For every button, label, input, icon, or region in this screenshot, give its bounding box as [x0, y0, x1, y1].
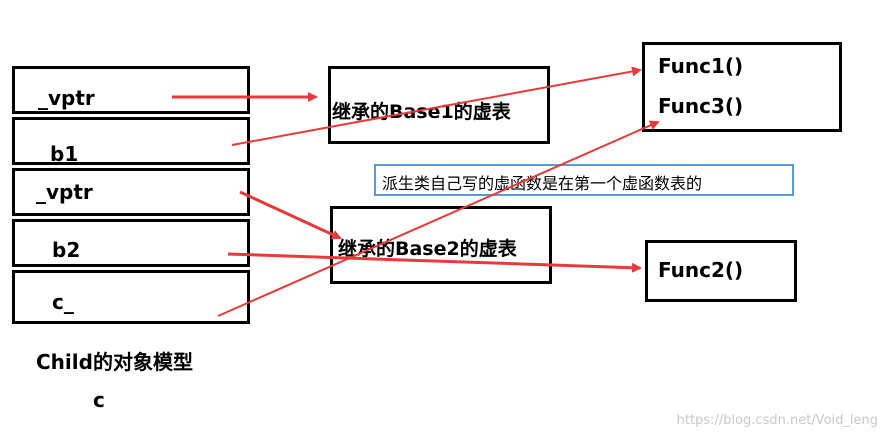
object-cell-c [12, 270, 250, 324]
arrow-to-func3 [217, 120, 660, 317]
function-func2: Func2() [658, 258, 744, 282]
vtable-base2-box [330, 206, 552, 284]
cell-label-c: c_ [52, 290, 74, 314]
object-cell-b2 [12, 219, 250, 267]
arrow-base1-to-func1 [231, 66, 642, 146]
cell-label-b1: b1 [50, 142, 79, 166]
object-variable-name: c [93, 388, 105, 412]
cell-label-vptr-1: _vptr [38, 86, 95, 110]
object-model-caption: Child的对象模型 [36, 350, 193, 374]
function-func1: Func1() [658, 54, 744, 78]
watermark-text: https://blog.csdn.net/Void_leng [676, 413, 878, 428]
object-cell-vptr-2 [12, 168, 250, 216]
arrow-base2-to-func2 [227, 252, 642, 273]
function-box-1 [642, 42, 842, 132]
note-box: 派生类自己写的虚函数是在第一个虚函数表的 [374, 164, 794, 196]
object-cell-vptr-1 [12, 66, 250, 114]
arrow-vptr2-to-base2-vtable [239, 190, 342, 240]
cell-label-vptr-2: _vptr [36, 180, 93, 204]
function-func3: Func3() [658, 94, 744, 118]
cell-label-b2: b2 [52, 238, 81, 262]
vtable-base1-box [328, 66, 550, 144]
function-box-2 [645, 240, 797, 302]
